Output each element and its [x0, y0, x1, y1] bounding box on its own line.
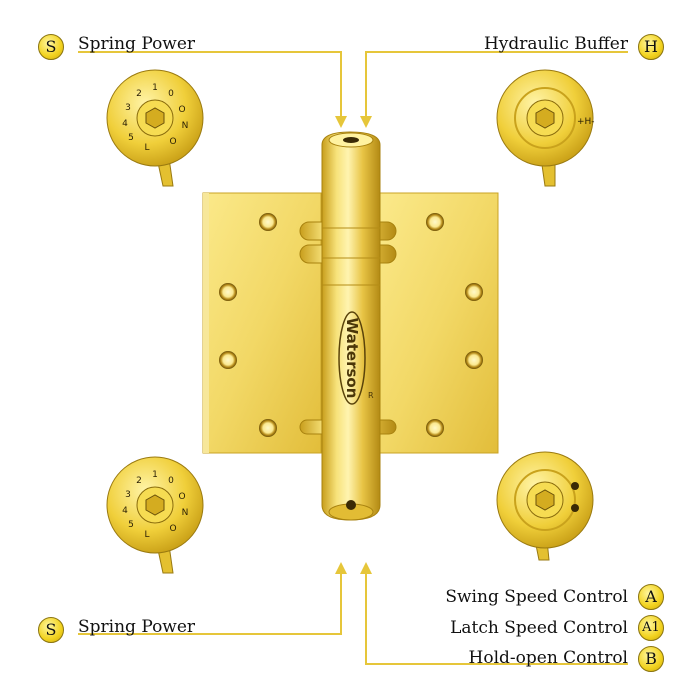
svg-text:0: 0: [168, 89, 174, 99]
svg-text:2: 2: [136, 476, 142, 486]
hold-open-label: Hold-open Control: [468, 648, 628, 668]
svg-text:2: 2: [136, 89, 142, 99]
svg-text:L: L: [144, 530, 149, 540]
svg-text:1: 1: [152, 470, 158, 480]
svg-text:O: O: [178, 492, 185, 502]
svg-text:N: N: [182, 508, 189, 518]
brand-logo: Waterson: [338, 311, 366, 405]
svg-text:O: O: [169, 137, 176, 147]
svg-text:4: 4: [122, 119, 128, 129]
speed-dial-bottom: [496, 451, 594, 561]
brand-mark: R: [368, 391, 374, 400]
spring-dial-top: 10 2 3 45 ONO L: [106, 69, 204, 187]
spring-power-badge-bottom: S: [38, 617, 64, 643]
leader-arrowheads: [335, 116, 372, 574]
svg-text:0: 0: [168, 476, 174, 486]
spring-power-badge-top: S: [38, 34, 64, 60]
barrel: [321, 131, 381, 521]
leader-bottom-left: [78, 568, 342, 635]
spring-power-label-top: Spring Power: [78, 34, 196, 54]
svg-text:+H-: +H-: [577, 117, 595, 127]
svg-text:3: 3: [125, 103, 131, 113]
svg-text:5: 5: [128, 133, 134, 143]
hydraulic-buffer-badge: H: [638, 34, 664, 60]
brand-logo-text: Waterson: [343, 318, 361, 399]
hold-open-badge: B: [638, 646, 664, 672]
swing-speed-badge: A: [638, 584, 664, 610]
screw-holes: [219, 213, 483, 437]
leader-lines: [78, 51, 628, 665]
leader-top-right: [365, 51, 628, 122]
svg-text:L: L: [144, 143, 149, 153]
latch-speed-label: Latch Speed Control: [450, 618, 628, 638]
leader-top-left: [78, 51, 342, 122]
svg-text:O: O: [178, 105, 185, 115]
hydraulic-buffer-label: Hydraulic Buffer: [483, 34, 628, 54]
spring-dial-bottom: 10 2 3 45 ONO L: [106, 456, 204, 574]
hydraulic-dial-top: +H-: [496, 69, 595, 187]
svg-text:O: O: [169, 524, 176, 534]
swing-speed-label: Swing Speed Control: [445, 587, 628, 607]
svg-text:N: N: [182, 121, 189, 131]
svg-text:5: 5: [128, 520, 134, 530]
latch-speed-badge: A1: [638, 615, 664, 641]
leader-bottom-right: [365, 568, 628, 665]
svg-text:1: 1: [152, 83, 158, 93]
spring-power-label-bottom: Spring Power: [78, 617, 196, 637]
right-leaf: [379, 192, 499, 454]
svg-text:3: 3: [125, 490, 131, 500]
svg-text:4: 4: [122, 506, 128, 516]
